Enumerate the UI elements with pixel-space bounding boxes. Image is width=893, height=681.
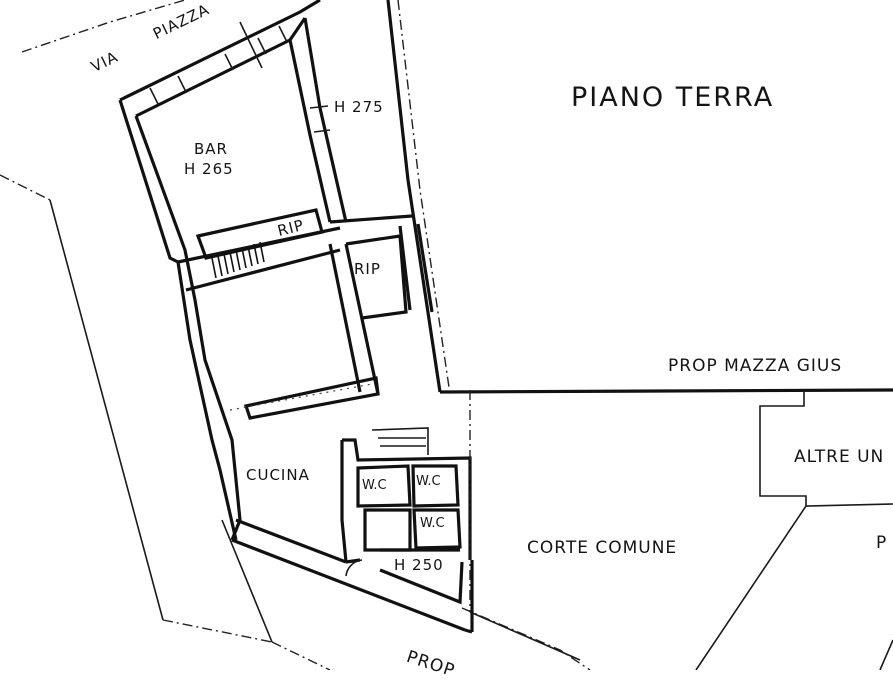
building-walls <box>118 0 474 634</box>
room-bar-height: H 265 <box>184 160 234 178</box>
neighbour-outlines <box>695 390 893 670</box>
middle-rooms <box>229 223 893 420</box>
other-units-label: ALTRE UN <box>794 447 885 467</box>
floor-title: PIANO TERRA <box>571 82 775 113</box>
neighbour-property-label: PROP MAZZA GIUS <box>668 356 843 376</box>
wc-1-label: W.C <box>362 478 387 493</box>
street-boundaries <box>0 0 591 670</box>
wc-block <box>340 390 472 612</box>
wc-3-label: W.C <box>420 516 445 531</box>
wc-2-label: W.C <box>416 474 441 489</box>
room-bar-name: BAR <box>194 140 228 158</box>
courtyard-label: CORTE COMUNE <box>527 538 678 558</box>
lower-right-fragment-label: P <box>876 533 888 553</box>
room-kitchen-name: CUCINA <box>246 466 310 484</box>
room-north-height: H 275 <box>334 98 384 116</box>
service-height-label: H 250 <box>394 556 444 574</box>
stair-rip <box>177 208 341 292</box>
storage-rip-label: RIP <box>354 260 381 278</box>
